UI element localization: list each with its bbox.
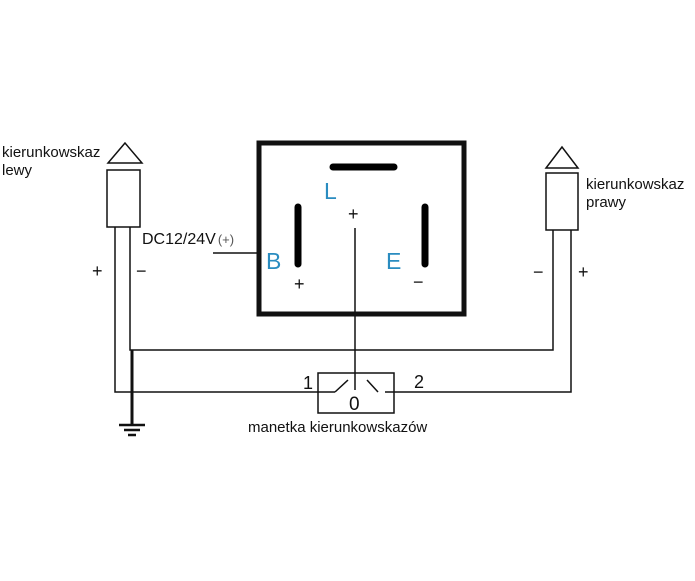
pin-B-label: B [266,248,282,274]
supply-label: DC12/24V(+) [142,232,234,248]
pin-L-label: L [324,178,337,204]
left-minus-sign: − [136,261,147,281]
ground-icon [119,423,145,437]
switch-pos-1: 1 [303,373,314,393]
right-lamp-label-2: prawy [586,194,627,211]
switch-contact-1 [334,379,349,393]
switch-box [317,372,395,414]
pin-B-sign: + [294,274,305,294]
right-lamp-arrow [544,145,580,169]
wire-left-plus [114,227,335,393]
pin-L-sign: + [348,204,359,224]
wire-left-minus [129,227,554,351]
right-minus-sign: − [533,262,544,282]
left-lamp-arrow [106,141,144,164]
wire-right-plus [385,230,572,393]
switch-pos-0: 0 [349,394,360,415]
left-plus-sign: + [92,261,103,281]
switch-pos-2: 2 [414,372,425,392]
left-lamp-label: kierunkowskaz [2,144,101,161]
switch-contact-2 [366,379,379,393]
relay-box [256,140,467,317]
supply-voltage: DC12/24V [142,231,216,248]
supply-polarity: (+) [217,232,235,247]
pin-E-label: E [386,248,402,274]
right-lamp-body [545,172,579,231]
pin-E-sign: − [413,272,424,292]
left-lamp-label-2: lewy [2,162,33,179]
right-plus-sign: + [578,262,589,282]
left-lamp-body [106,169,141,228]
right-lamp-label: kierunkowskaz [586,176,685,193]
switch-caption: manetka kierunkowskazów [248,419,428,436]
